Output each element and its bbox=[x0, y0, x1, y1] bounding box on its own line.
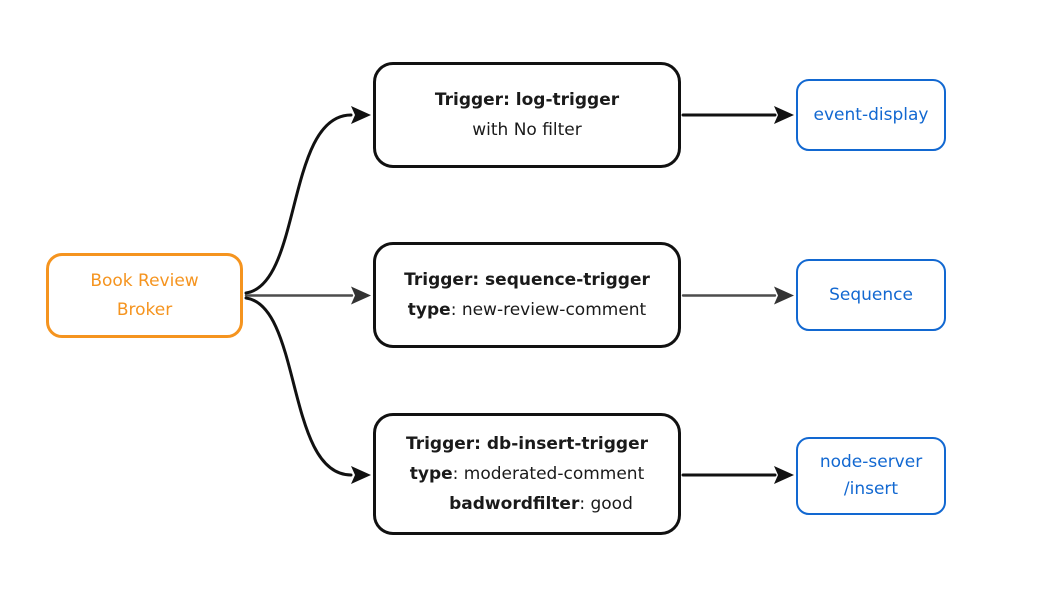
trigger-sequence-type-line: type: new-review-comment bbox=[408, 295, 646, 325]
broker-label-line2: Broker bbox=[116, 299, 173, 320]
trigger-node-log: Trigger: log-trigger with No filter bbox=[373, 62, 681, 168]
sink-node-node-server: node-server /insert bbox=[796, 437, 946, 515]
sink-node-server-label-line2: /insert bbox=[843, 479, 899, 499]
trigger-sequence-type-key: type bbox=[407, 300, 451, 320]
sink-node-server-label-line1: node-server bbox=[819, 452, 923, 472]
trigger-db-type-key: type bbox=[409, 464, 453, 484]
edge-db-insert-trigger-to-node-server bbox=[681, 466, 794, 484]
trigger-node-db-insert: Trigger: db-insert-trigger type: moderat… bbox=[373, 413, 681, 535]
sink-node-sequence: Sequence bbox=[796, 259, 946, 331]
trigger-sequence-title: Trigger: sequence-trigger bbox=[404, 270, 650, 290]
edge-sequence-trigger-to-sequence bbox=[681, 286, 794, 305]
edge-log-trigger-to-event-display bbox=[681, 106, 794, 124]
trigger-db-badwordfilter-value: : good bbox=[579, 494, 633, 514]
sink-node-event-display: event-display bbox=[796, 79, 946, 151]
trigger-sequence-type-value: : new-review-comment bbox=[450, 300, 647, 320]
trigger-db-type-value: : moderated-comment bbox=[452, 464, 645, 484]
trigger-db-badwordfilter-line: badwordfilter: good bbox=[421, 489, 633, 519]
trigger-db-title: Trigger: db-insert-trigger bbox=[405, 434, 649, 454]
trigger-log-title: Trigger: log-trigger bbox=[434, 90, 620, 110]
broker-node: Book Review Broker bbox=[46, 253, 243, 338]
sink-event-display-label: event-display bbox=[813, 104, 929, 125]
trigger-log-subtitle: with No filter bbox=[472, 120, 582, 140]
trigger-node-sequence: Trigger: sequence-trigger type: new-revi… bbox=[373, 242, 681, 348]
edge-broker-to-log-trigger bbox=[244, 106, 371, 295]
edge-broker-to-sequence-trigger bbox=[244, 286, 371, 305]
edge-broker-to-db-insert-trigger bbox=[244, 296, 371, 484]
sink-sequence-label: Sequence bbox=[829, 284, 913, 305]
trigger-db-type-line: type: moderated-comment bbox=[410, 459, 645, 489]
broker-label-line1: Book Review bbox=[90, 270, 199, 291]
trigger-db-badwordfilter-key: badwordfilter bbox=[449, 494, 580, 514]
